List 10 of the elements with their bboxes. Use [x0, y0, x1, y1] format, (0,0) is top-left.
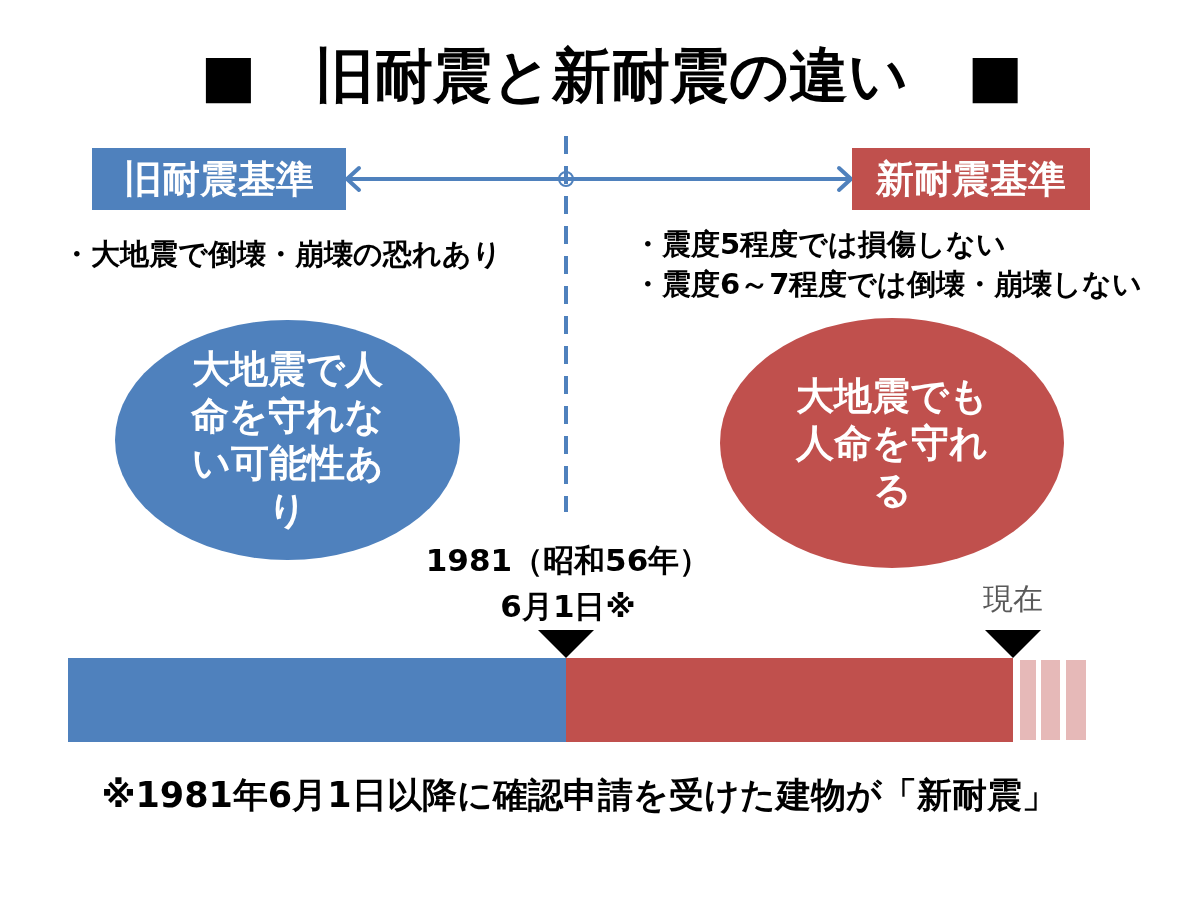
caption: ※1981年6月1日以降に確認申請を受けた建物が「新耐震」 — [101, 774, 1057, 817]
title: ■ 旧耐震と新耐震の違い ■ — [200, 40, 1024, 112]
standard-heading-box: 旧耐震基準 — [92, 148, 346, 210]
bullet-note: ・大地震で倒壊・崩壊の恐れあり — [62, 236, 502, 273]
summary-ellipse: 大地震でも人命を守れる — [720, 318, 1064, 568]
double-headed-arrow — [345, 166, 853, 192]
standard-heading-box: 新耐震基準 — [852, 148, 1090, 210]
bullet-note: ・震度6～7程度では倒壊・崩壊しない — [633, 266, 1143, 303]
present-label: 現在 — [983, 580, 1043, 618]
bullet-note: ・震度5程度では損傷しない — [633, 226, 1007, 263]
